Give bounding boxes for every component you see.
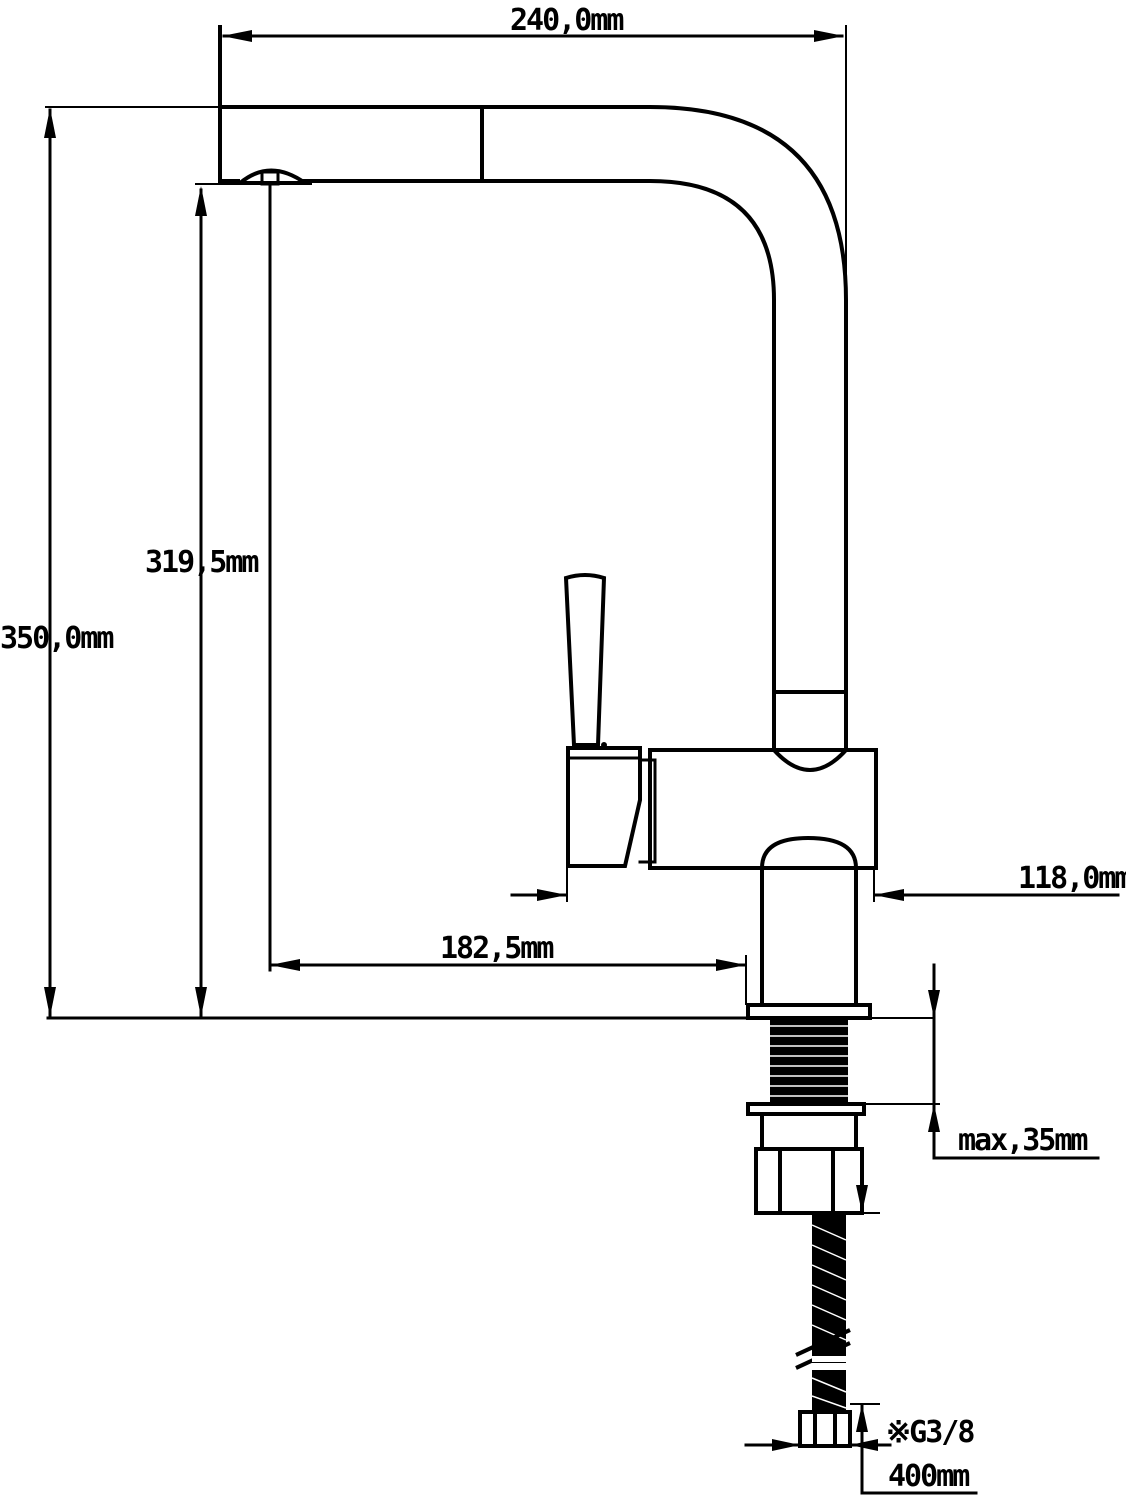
dim-overall-reach: 240,0mm [510,3,623,38]
faucet-outline [195,25,878,1448]
hose-fitting [798,1410,852,1448]
dim-spout-height: 319,5mm [145,545,258,580]
base-pillar [760,868,858,1005]
dim-hose-length: 400mm [888,1459,969,1494]
base-plate [746,1003,872,1020]
dim-spout-reach: 182,5mm [440,931,553,966]
spout-end [218,25,240,183]
dim-max-mount: max,35mm [958,1123,1087,1158]
spout-outer [220,105,848,750]
dimension-lines [44,25,1120,1495]
spout-inner [300,179,776,750]
dimension-labels: 240,0mm 350,0mm 319,5mm 182,5mm 118,0mm … [0,3,1126,1494]
lock-nut [760,1112,858,1151]
braided-hose [795,1213,851,1412]
dim-thread: ※G3/8 [886,1415,974,1450]
cartridge-cap [566,746,642,868]
threaded-shank [770,1018,848,1106]
handle-lever [563,573,607,747]
hex-nut [754,1147,864,1215]
dim-body-width: 118,0mm [1018,861,1126,896]
mixer-body [648,748,878,870]
dim-overall-height: 350,0mm [0,621,113,656]
